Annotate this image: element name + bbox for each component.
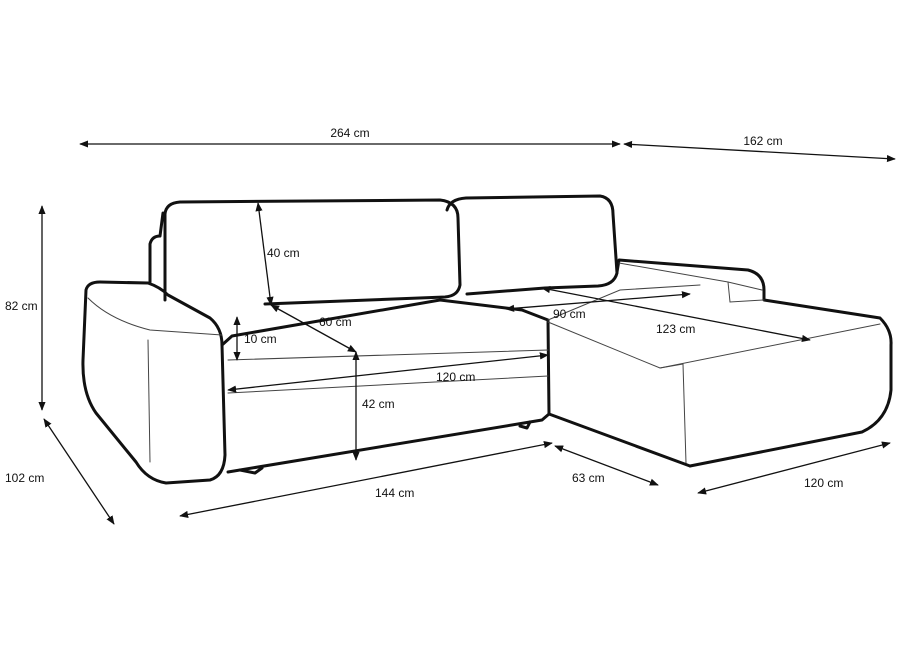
dimension-lines bbox=[38, 140, 896, 525]
dim-seat-width-line bbox=[227, 352, 549, 393]
dim-chaise-inner-length-line bbox=[541, 286, 811, 342]
right-back-cushion bbox=[445, 194, 619, 296]
label-height: 82 cm bbox=[5, 299, 38, 313]
dim-base-width-line bbox=[179, 441, 553, 518]
label-total-width: 264 cm bbox=[330, 126, 369, 140]
label-depth: 102 cm bbox=[5, 471, 44, 485]
dim-chaise-width-line bbox=[697, 441, 891, 495]
left-armrest bbox=[81, 280, 227, 485]
label-chaise-depth: 90 cm bbox=[553, 307, 586, 321]
label-back-cushion: 40 cm bbox=[267, 246, 300, 260]
dimension-labels: 264 cm 162 cm 82 cm 102 cm 40 cm 60 cm 1… bbox=[5, 126, 843, 500]
label-base-width: 144 cm bbox=[375, 486, 414, 500]
dim-depth-line bbox=[43, 418, 115, 525]
label-chaise-inner-length: 123 cm bbox=[656, 322, 695, 336]
label-seat-height: 42 cm bbox=[362, 397, 395, 411]
dim-seat-depth-line bbox=[270, 304, 357, 353]
label-chaise-offset: 63 cm bbox=[572, 471, 605, 485]
dim-chaise-length-line bbox=[623, 140, 896, 163]
dim-chaise-offset-line bbox=[554, 445, 659, 486]
left-back-cushion bbox=[163, 198, 462, 306]
label-chaise-width: 120 cm bbox=[804, 476, 843, 490]
sofa-outline bbox=[81, 194, 893, 485]
dim-back-cushion-line bbox=[255, 202, 274, 306]
label-seat-width: 120 cm bbox=[436, 370, 475, 384]
label-seat-depth: 60 cm bbox=[319, 315, 352, 329]
label-chaise-length: 162 cm bbox=[743, 134, 782, 148]
dim-chaise-depth-line bbox=[505, 291, 691, 312]
label-seat-thickness: 10 cm bbox=[244, 332, 277, 346]
